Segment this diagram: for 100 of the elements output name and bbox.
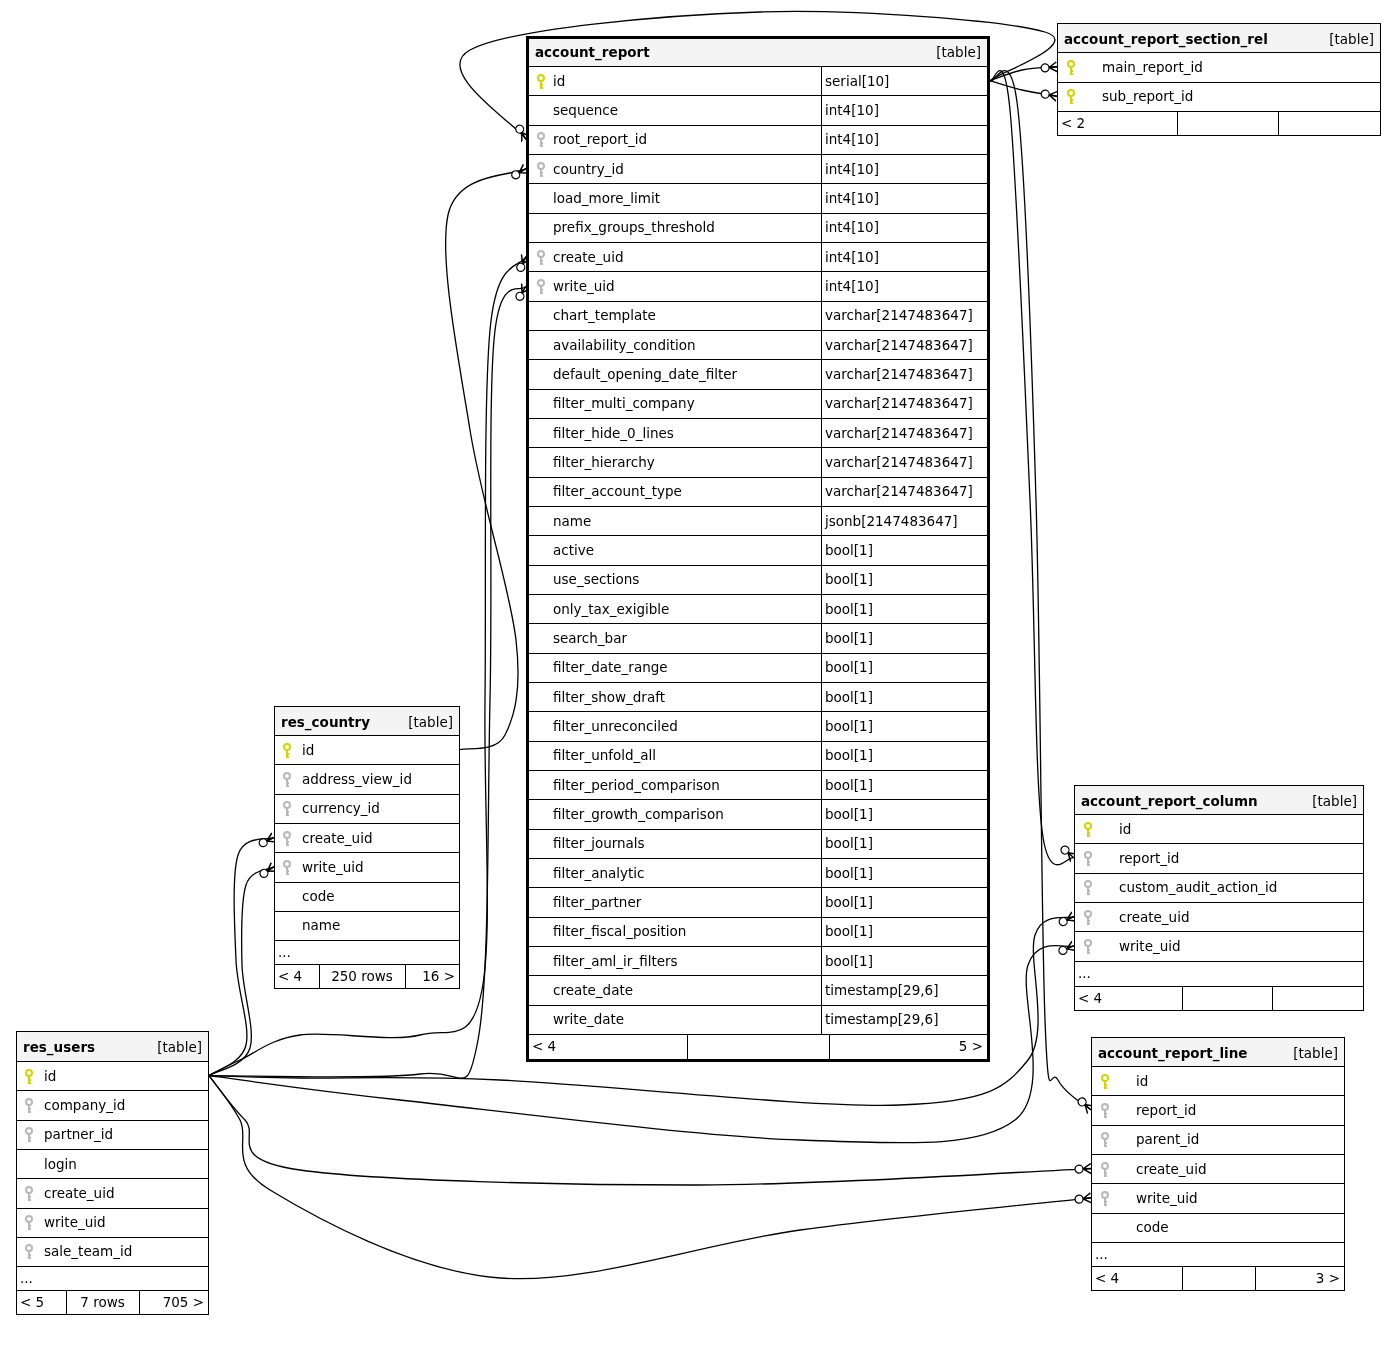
table-name: res_country [281, 713, 370, 730]
table-row [529, 828, 987, 858]
table-name: account_report [535, 44, 650, 60]
more-rows-text: ... [1095, 1245, 1108, 1262]
relationship-line [459, 10, 1056, 144]
column-name: create_uid [553, 248, 624, 265]
column-name: id [1119, 820, 1132, 837]
column-name: filter_aml_ir_filters [553, 952, 678, 969]
column-name: write_uid [302, 858, 364, 875]
relationship-line [208, 1075, 1093, 1280]
column-name: code [302, 888, 335, 905]
table-type-label: [table] [157, 1039, 202, 1055]
column-type: int4[10] [825, 160, 879, 177]
table-name: account_report_column [1081, 792, 1258, 809]
table-footer-row [17, 1290, 208, 1315]
footer-text: < 4 [1095, 1269, 1120, 1286]
column-name: name [553, 512, 592, 529]
table-name: account_report_section_rel [1064, 30, 1268, 47]
table-row [529, 359, 987, 389]
column-type: varchar[2147483647] [825, 365, 973, 382]
table-row [529, 1004, 987, 1034]
column-type: bool[1] [825, 893, 873, 910]
footer-text: 7 rows [79, 1294, 126, 1311]
table-row [529, 652, 987, 682]
footer-text: < 4 [278, 968, 303, 985]
column-name: address_view_id [302, 770, 412, 787]
column-name: filter_partner [553, 893, 642, 910]
table-name: res_users [23, 1039, 96, 1055]
column-name: active [553, 541, 595, 558]
column-type: int4[10] [825, 102, 879, 118]
column-type: bool[1] [825, 541, 873, 558]
table-type-label: [table] [1293, 1044, 1338, 1061]
column-name: filter_growth_comparison [553, 805, 724, 822]
column-type: bool[1] [825, 776, 873, 793]
table-type-label: [table] [1312, 792, 1357, 809]
table-footer-row [1075, 985, 1363, 1010]
column-type: bool[1] [825, 864, 873, 881]
column-name: id [44, 1067, 57, 1084]
column-type: bool[1] [825, 923, 873, 940]
table-row [529, 857, 987, 888]
column-type: bool[1] [825, 600, 873, 617]
footer-text: 250 rows [330, 968, 394, 985]
database-table [16, 1031, 209, 1316]
table-row [529, 300, 987, 330]
relationship-line [208, 940, 1076, 1144]
column-name: id [302, 741, 315, 758]
column-type: varchar[2147483647] [825, 483, 973, 500]
column-name: filter_hierarchy [553, 453, 655, 470]
column-type: bool[1] [825, 659, 873, 676]
table-footer-row [529, 1033, 987, 1059]
table-row [529, 212, 987, 242]
column-name: name [302, 917, 341, 934]
column-name: filter_hide_0_lines [553, 424, 674, 441]
table-row [529, 593, 987, 624]
table-row [529, 975, 987, 1005]
table-row [529, 799, 987, 829]
column-name: filter_analytic [553, 864, 645, 881]
table-row [529, 740, 987, 770]
column-name: default_opening_date_filter [553, 365, 738, 382]
column-name: search_bar [553, 629, 627, 646]
column-name: write_uid [553, 277, 615, 294]
table-row [529, 388, 987, 418]
table-row [529, 329, 987, 360]
table-type-label: [table] [408, 713, 453, 730]
table-row [529, 623, 987, 653]
table-row [529, 711, 987, 741]
column-name: login [44, 1155, 77, 1172]
footer-text: 3 > [1315, 1269, 1340, 1286]
table-type-label: [table] [1329, 30, 1374, 47]
table-row [529, 681, 987, 712]
column-type: varchar[2147483647] [825, 395, 973, 412]
column-type: int4[10] [825, 219, 879, 236]
table-row [529, 154, 987, 184]
relationship-line [989, 70, 1076, 866]
column-name: root_report_id [553, 131, 648, 148]
table-row [529, 183, 987, 213]
database-table [1057, 23, 1381, 136]
database-table [274, 706, 460, 990]
column-name: sub_report_id [1102, 88, 1194, 105]
table-footer-row [1092, 1265, 1344, 1290]
column-name: write_uid [44, 1214, 106, 1231]
column-type: int4[10] [825, 189, 879, 206]
database-table [1074, 785, 1364, 1011]
table-row [529, 66, 987, 96]
column-name: write_date [553, 1011, 625, 1028]
column-type: varchar[2147483647] [825, 424, 973, 441]
table-row [529, 887, 987, 917]
column-name: filter_account_type [553, 483, 682, 500]
column-name: sale_team_id [44, 1243, 133, 1260]
column-type: bool[1] [825, 688, 873, 705]
table-row [529, 535, 987, 565]
relationship-line [989, 80, 1059, 102]
column-type: timestamp[29,6] [825, 981, 939, 998]
footer-text: 16 > [422, 968, 455, 985]
footer-text: 5 > [958, 1038, 983, 1055]
column-name: create_uid [302, 829, 373, 846]
table-footer-row [275, 964, 459, 989]
column-name: partner_id [44, 1126, 114, 1143]
table-row [529, 124, 987, 154]
column-name: id [1136, 1072, 1149, 1089]
